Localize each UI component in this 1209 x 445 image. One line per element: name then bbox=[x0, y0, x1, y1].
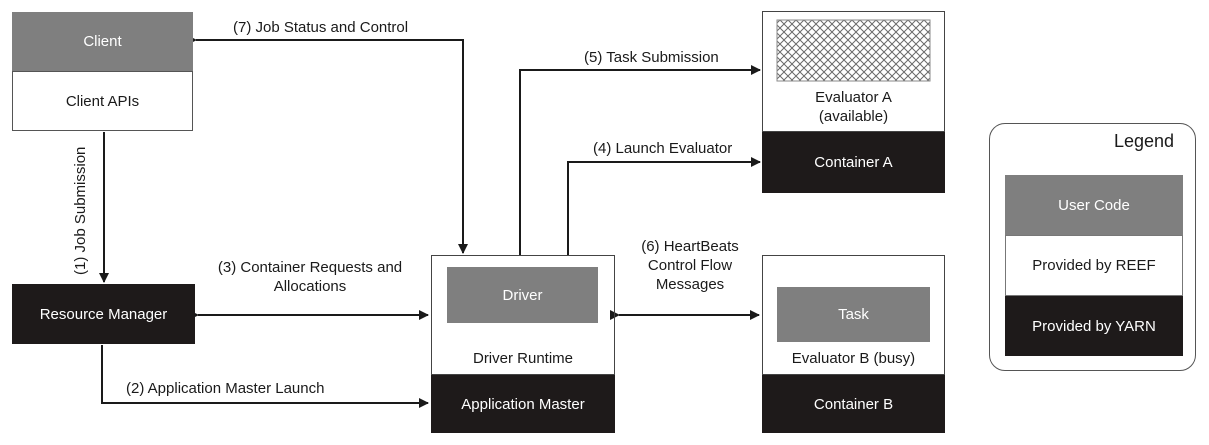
app-master-launch-arrow bbox=[101, 345, 429, 408]
container-a-label: Container A bbox=[814, 154, 893, 171]
client-apis-label: Client APIs bbox=[65, 92, 140, 110]
application-master-label: Application Master bbox=[461, 395, 585, 413]
legend-reef: Provided by REEF bbox=[1005, 235, 1183, 296]
legend-title: Legend bbox=[1114, 131, 1175, 151]
job-status-label: (7) Job Status and Control bbox=[233, 19, 409, 36]
launch-evaluator-arrow bbox=[567, 157, 761, 256]
legend-user-code-label: User Code bbox=[1058, 196, 1130, 214]
task-submission-label: (5) Task Submission bbox=[584, 49, 719, 66]
evaluator-a-status: (available) bbox=[818, 108, 889, 125]
launch-evaluator-label: (4) Launch Evaluator bbox=[593, 140, 733, 157]
resource-manager-label: Resource Manager bbox=[39, 305, 168, 323]
task-label: Task bbox=[838, 306, 869, 323]
heartbeats-label-2: Control Flow bbox=[647, 257, 733, 274]
app-master-launch-label: (2) Application Master Launch bbox=[126, 380, 325, 397]
driver-runtime-label: Driver Runtime bbox=[472, 350, 574, 367]
evaluator-a-name: Evaluator A bbox=[815, 89, 892, 106]
container-requests-label-2: Allocations bbox=[273, 278, 347, 295]
job-submission-label: (1) Job Submission bbox=[72, 146, 89, 275]
driver-label: Driver bbox=[502, 286, 543, 304]
container-b-box: Container B bbox=[762, 375, 945, 433]
evaluator-a-box bbox=[762, 11, 945, 132]
resource-manager-box: Resource Manager bbox=[12, 284, 195, 344]
client-box: Client bbox=[12, 12, 193, 71]
task-box: Task bbox=[777, 287, 930, 342]
legend-yarn-label: Provided by YARN bbox=[1032, 317, 1156, 335]
evaluator-b-name: Evaluator B (busy) bbox=[791, 350, 916, 367]
container-requests-label-1: (3) Container Requests and bbox=[217, 259, 403, 276]
application-master-box: Application Master bbox=[431, 375, 615, 433]
legend-reef-label: Provided by REEF bbox=[1032, 257, 1156, 274]
driver-runtime-box bbox=[431, 255, 615, 375]
container-a-box: Container A bbox=[762, 132, 945, 193]
evaluator-b-box bbox=[762, 255, 945, 375]
client-apis-box: Client APIs bbox=[12, 71, 193, 131]
legend-yarn: Provided by YARN bbox=[1005, 296, 1183, 356]
heartbeats-label-3: Messages bbox=[655, 276, 725, 293]
evaluator-a-hatch bbox=[776, 19, 931, 82]
driver-box: Driver bbox=[447, 267, 598, 323]
job-status-arrow bbox=[187, 35, 468, 254]
client-title: Client bbox=[83, 33, 122, 50]
container-b-label: Container B bbox=[813, 395, 894, 413]
task-submission-arrow bbox=[519, 65, 761, 256]
legend-user-code: User Code bbox=[1005, 175, 1183, 235]
heartbeats-label-1: (6) HeartBeats bbox=[641, 238, 739, 255]
